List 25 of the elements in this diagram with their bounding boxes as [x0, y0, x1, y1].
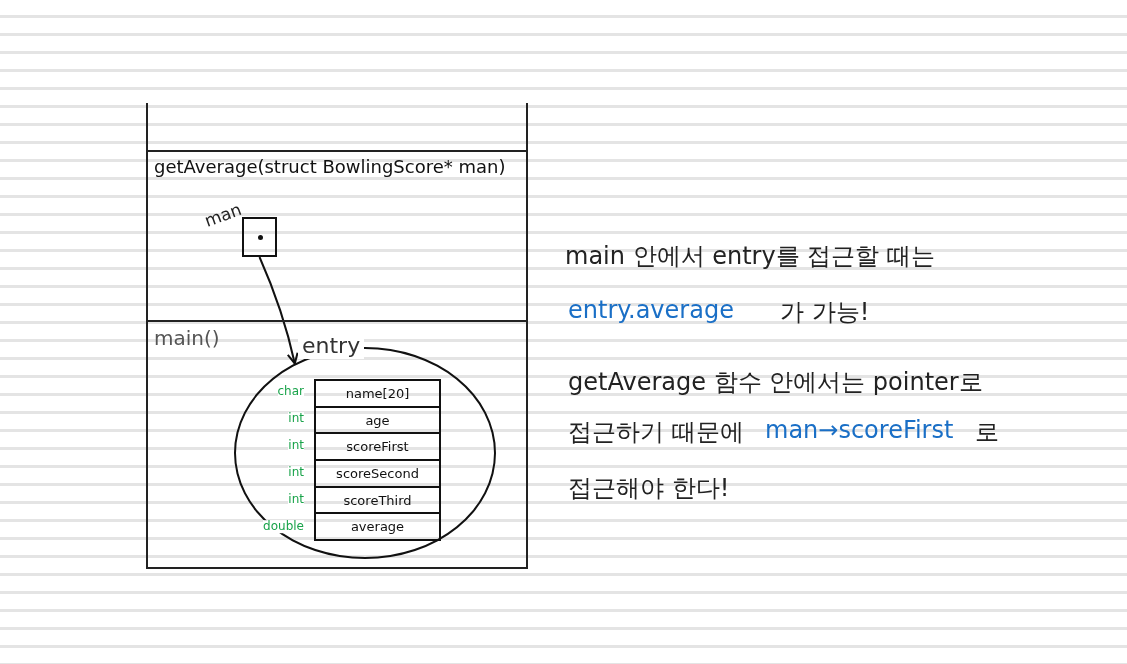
field-name: scoreFirst	[346, 439, 409, 455]
field-name: age	[365, 412, 390, 428]
note-text: 가 가능!	[780, 297, 870, 328]
pointer-arrow	[258, 256, 299, 365]
note-text: main 안에서 entry를 접근할 때는	[565, 241, 935, 272]
type-label: int	[288, 438, 304, 452]
struct-table	[314, 379, 441, 541]
frame-title: getAverage(struct BowlingScore* man)	[154, 156, 506, 177]
note-text: 접근하기 때문에	[568, 417, 744, 448]
field-name: name[20]	[345, 385, 410, 401]
type-label: int	[288, 465, 304, 479]
frame-title: main()	[154, 326, 220, 350]
type-label: int	[288, 492, 304, 506]
note-text: getAverage 함수 안에서는 pointer로	[568, 367, 983, 398]
field-name: average	[350, 519, 405, 535]
type-label: double	[263, 519, 304, 533]
note-text: 로	[975, 417, 999, 448]
note-text: entry.average	[568, 296, 734, 324]
note-text: man→scoreFirst	[765, 416, 954, 444]
type-label: int	[288, 411, 304, 425]
variable-name: man	[201, 199, 245, 231]
field-name: scoreSecond	[336, 465, 419, 481]
type-label: char	[277, 384, 304, 398]
field-name: scoreThird	[343, 492, 412, 508]
note-text: 접근해야 한다!	[568, 473, 730, 504]
